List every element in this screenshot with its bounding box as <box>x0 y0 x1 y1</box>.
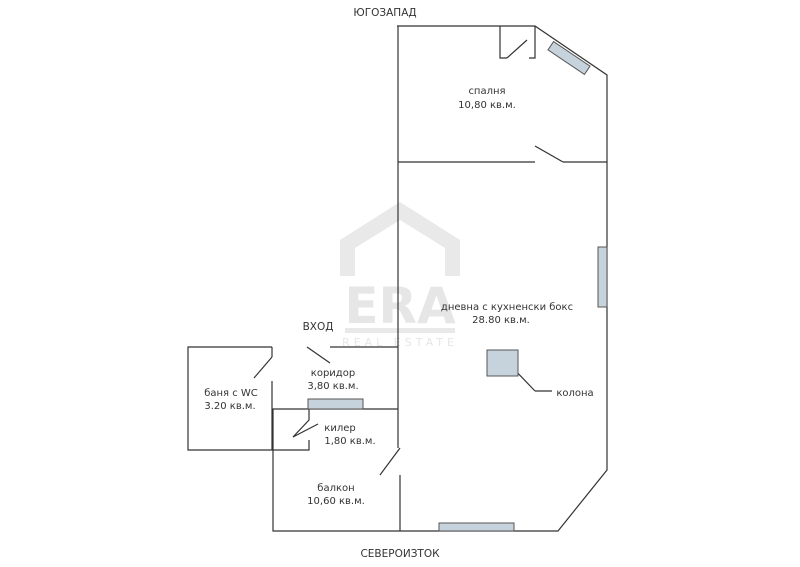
room-area-corridor: 3,80 кв.м. <box>307 381 358 392</box>
room-name-living: дневна с кухненски бокс <box>441 302 573 313</box>
room-area-bathroom: 3.20 кв.м. <box>204 401 255 412</box>
room-area-storage: 1,80 кв.м. <box>324 436 375 447</box>
window-living-right <box>597 246 608 308</box>
window-corridor <box>307 398 364 410</box>
room-name-balcony: балкон <box>317 483 354 494</box>
window-bedroom <box>547 40 591 76</box>
walls <box>187 25 608 532</box>
room-area-balcony: 10,60 кв.м. <box>307 496 365 507</box>
room-name-bedroom: спалня <box>468 86 505 97</box>
room-area-living: 28.80 кв.м. <box>472 315 530 326</box>
column <box>486 349 519 377</box>
svg-text:ERA: ERA <box>344 277 456 335</box>
windows <box>307 40 608 532</box>
room-area-bedroom: 10,80 кв.м. <box>458 100 516 111</box>
window-living-bottom <box>438 522 515 532</box>
entrance-label: ВХОД <box>303 321 334 333</box>
column-label: колона <box>556 388 593 399</box>
room-name-corridor: коридор <box>311 368 355 379</box>
orientation-top: ЮГОЗАПАД <box>353 7 416 19</box>
room-name-bathroom: баня с WC <box>204 388 258 399</box>
era-watermark-logo: ERA REAL ESTATE <box>340 202 460 349</box>
room-name-storage: килер <box>324 423 355 434</box>
orientation-bottom: СЕВЕРОИЗТОК <box>360 548 440 560</box>
